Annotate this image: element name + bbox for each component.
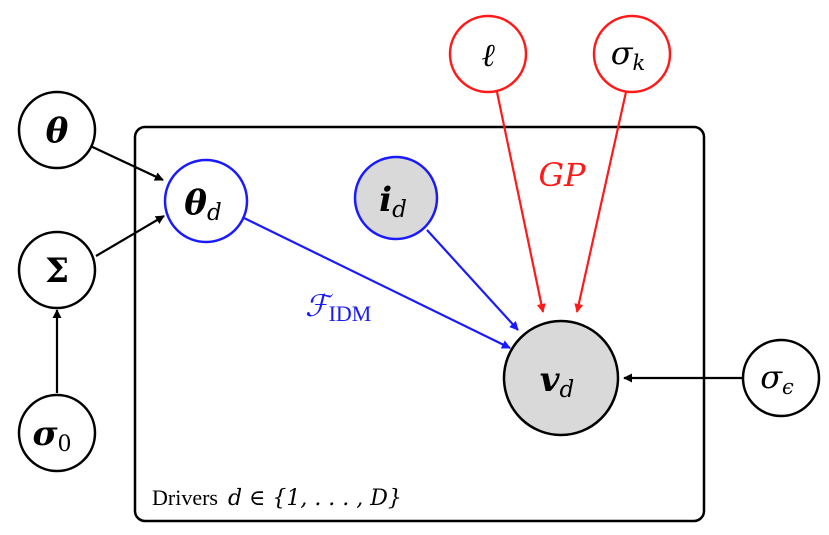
label-gp: GP [538,156,586,194]
node-v-d: vd [502,319,620,437]
svg-text:id: id [379,180,407,223]
svg-text:Σ: Σ [45,251,69,291]
edge-theta-d-to-v-d [243,217,511,349]
svg-text:θd: θd [184,183,221,226]
edge-theta-to-theta-d [83,142,164,181]
svg-text:σ0: σ0 [32,414,71,457]
node-sigma-k: σk [592,14,672,94]
svg-text:vd: vd [540,360,575,403]
label-f-idm: ℱIDM [305,289,371,326]
node-sigma-epsilon: σϵ [741,338,821,418]
node-sigma-capital: Σ [17,230,97,310]
svg-text:θ: θ [46,111,69,151]
edge-i-d-to-v-d [426,229,519,331]
node-i-d: id [353,155,439,241]
svg-text:σϵ: σϵ [760,358,794,399]
node-theta: θ [17,90,97,170]
drivers-plate [133,125,706,523]
edge-sigma-to-theta-d [95,215,165,257]
node-ell: ℓ [448,14,528,94]
svg-text:σk: σk [611,34,646,75]
edge-ell-to-v-d [495,91,546,313]
node-sigma-0: σ0 [17,393,97,473]
edge-sigma-k-to-v-d [574,91,628,313]
node-theta-d: θd [163,158,249,244]
svg-text:ℓ: ℓ [481,36,495,74]
